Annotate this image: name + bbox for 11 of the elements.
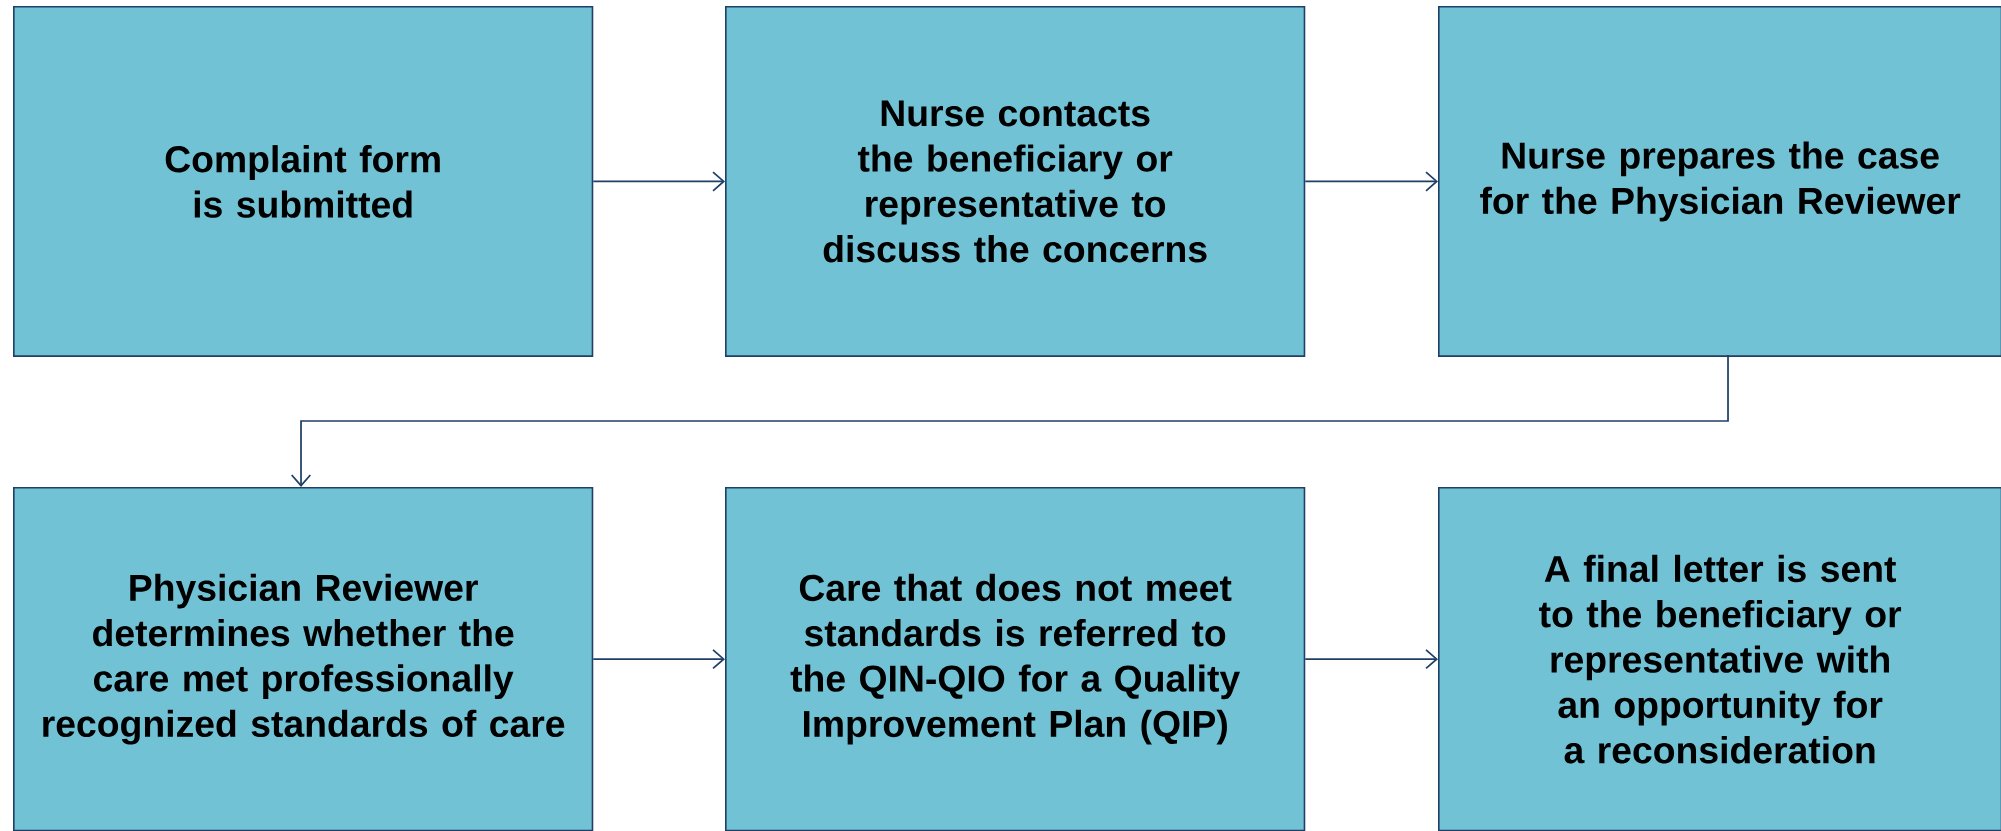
process-box: Physician Reviewer determines whether the care met professionally recognized standards of care xyxy=(13,487,594,831)
arrow xyxy=(1304,171,1438,192)
arrow xyxy=(592,171,725,192)
process-box: A final letter is sent to the beneficiary or representative with an opportunity for a reconsideration xyxy=(1438,487,2001,831)
process-box: Nurse prepares the case for the Physician Reviewer xyxy=(1438,6,2001,357)
process-box: Complaint form is submitted xyxy=(13,6,594,357)
arrow xyxy=(592,648,725,670)
arrow xyxy=(1304,648,1438,670)
process-box: Nurse contacts the beneficiary or representative to discuss the concerns xyxy=(725,6,1306,357)
arrow xyxy=(290,354,1729,487)
process-box: Care that does not meet standards is referred to the QIN-QIO for a Quality Improvement Plan (QIP) xyxy=(725,487,1306,831)
